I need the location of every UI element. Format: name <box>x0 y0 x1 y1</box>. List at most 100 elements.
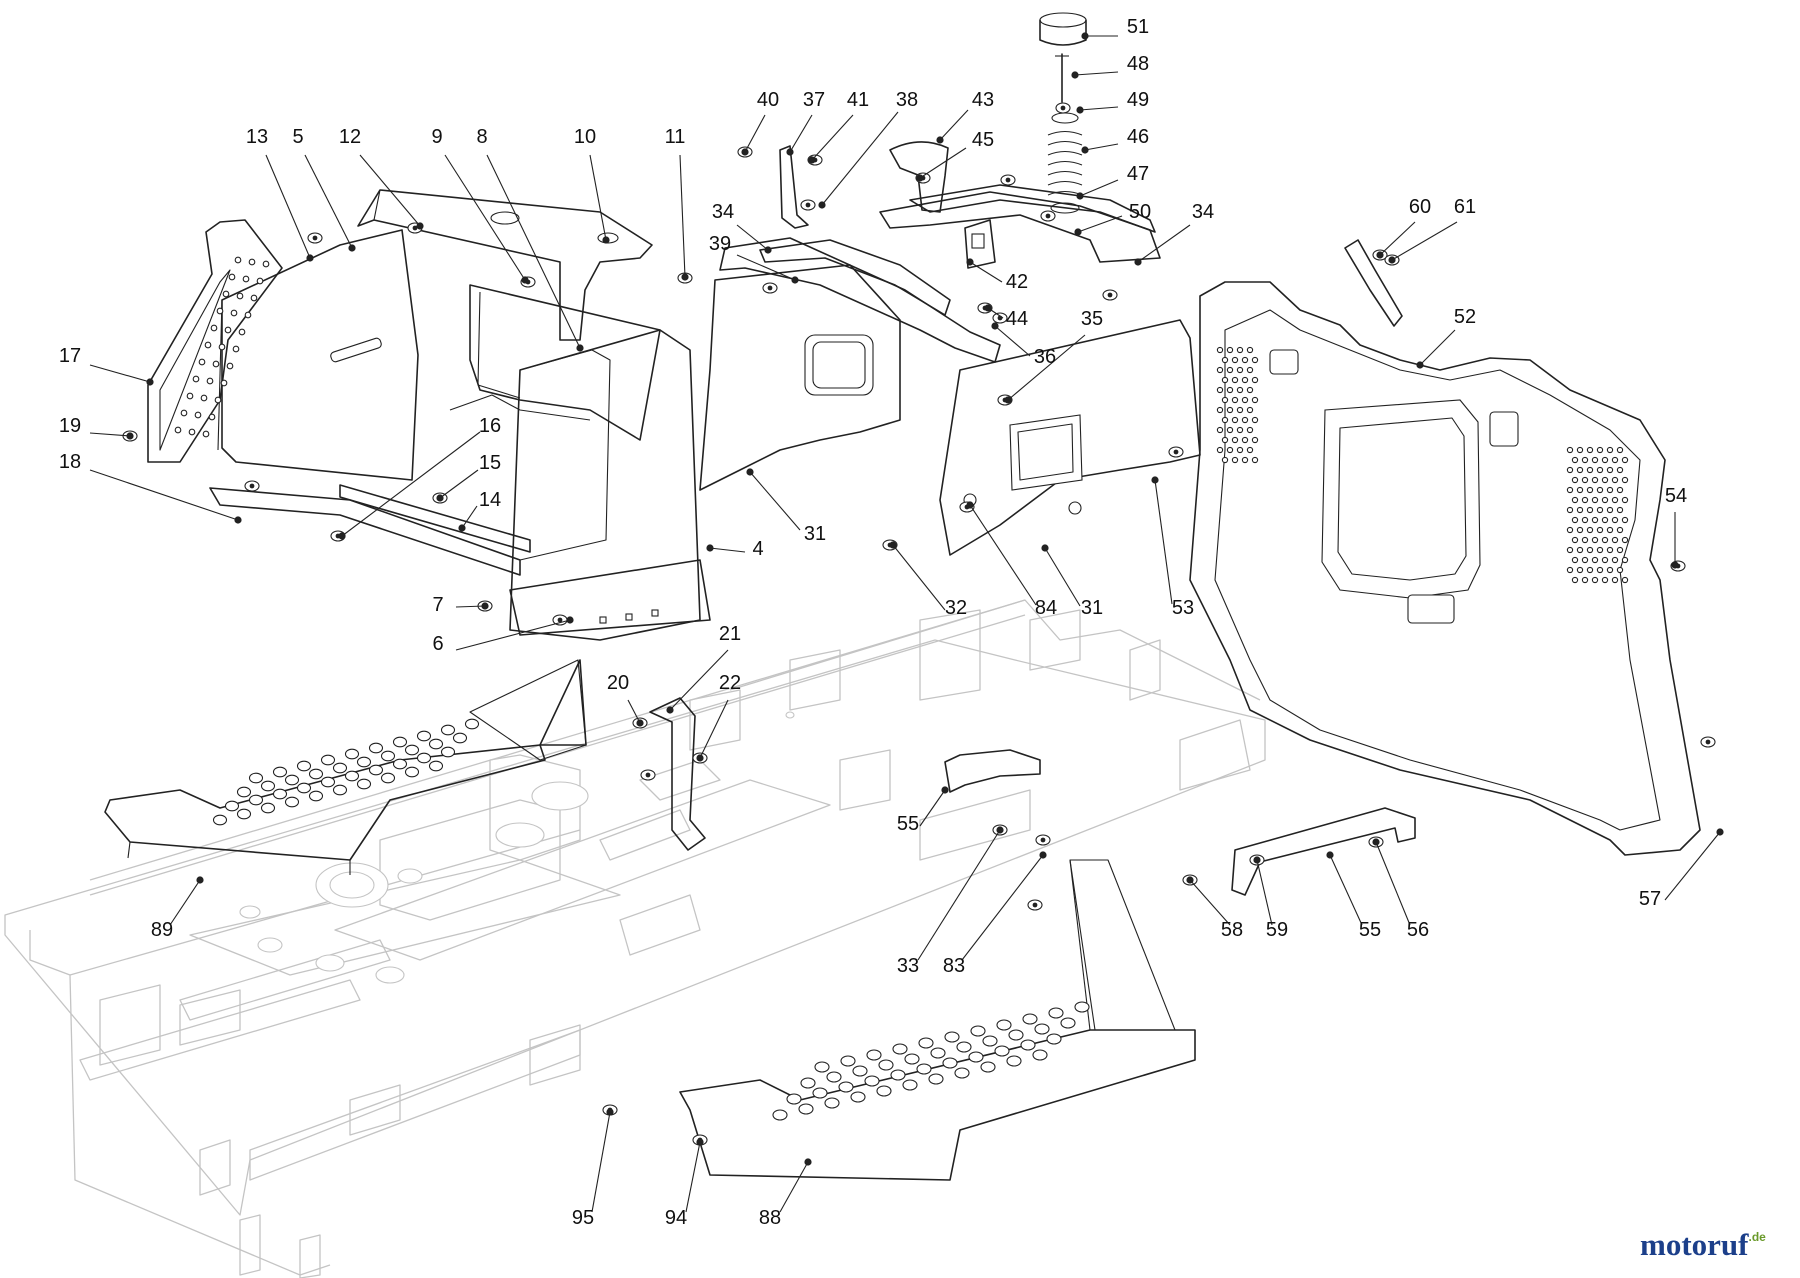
callout-label: 32 <box>945 597 967 619</box>
leader-dot <box>966 501 974 509</box>
leader-line <box>1044 547 1081 607</box>
leader-dot <box>1004 396 1012 404</box>
leader-dot <box>996 826 1004 834</box>
leader-line <box>1329 854 1363 926</box>
leader-line <box>994 325 1031 357</box>
leader-dot <box>1076 192 1084 200</box>
leader-dot <box>1041 544 1049 552</box>
callout-label: 16 <box>479 415 501 437</box>
right-footrest <box>679 859 1196 1181</box>
leader-line <box>969 504 1037 606</box>
leader-dot <box>808 156 816 164</box>
leader-line <box>821 111 899 206</box>
leader-line <box>961 854 1044 961</box>
leader-line <box>439 469 479 499</box>
leader-line <box>359 154 421 227</box>
fasteners <box>122 102 1716 1146</box>
leader-line <box>917 829 1001 961</box>
fender-vent-left <box>1216 346 1259 464</box>
leader-dot <box>966 258 974 266</box>
callout-label: 39 <box>709 233 731 255</box>
callout-label: 58 <box>1221 919 1243 941</box>
callout-label: 8 <box>476 126 487 148</box>
leader-dot <box>1134 258 1142 266</box>
center-panel-assembly <box>699 12 1201 556</box>
leader-dot <box>416 222 424 230</box>
callout-label: 31 <box>1081 597 1103 619</box>
leader-line <box>679 154 686 278</box>
leader-line <box>304 154 353 249</box>
leader-dot <box>818 201 826 209</box>
callout-label: 22 <box>719 672 741 694</box>
callout-label: 49 <box>1127 89 1149 111</box>
leader-line <box>1137 224 1191 263</box>
callout-label: 46 <box>1127 126 1149 148</box>
callout-label: 48 <box>1127 53 1149 75</box>
leader-dot <box>804 1158 812 1166</box>
leader-dot <box>1416 361 1424 369</box>
fender-vent-right <box>1566 446 1629 584</box>
callout-label: 51 <box>1127 16 1149 38</box>
callout-label: 60 <box>1409 196 1431 218</box>
callout-label: 45 <box>972 129 994 151</box>
callout-label: 12 <box>339 126 361 148</box>
callout-label: 56 <box>1407 919 1429 941</box>
left-footrest <box>104 659 587 875</box>
leader-dot <box>1076 106 1084 114</box>
leader-dot <box>941 786 949 794</box>
leader-line <box>1084 143 1119 151</box>
leader-line <box>669 649 729 711</box>
leader-dot <box>696 1138 704 1146</box>
fastener <box>1000 174 1016 186</box>
callout-label: 53 <box>1172 597 1194 619</box>
leader-dot <box>1671 561 1679 569</box>
leader-line <box>892 544 946 611</box>
leader-line <box>89 432 131 437</box>
callout-label: 84 <box>1035 597 1057 619</box>
leader-dot <box>889 541 897 549</box>
watermark-text: motoruf.de <box>1640 1227 1766 1262</box>
callout-label: 31 <box>804 523 826 545</box>
callout-label: 36 <box>1034 346 1056 368</box>
leader-line <box>1419 329 1456 366</box>
callout-label: 83 <box>943 955 965 977</box>
leader-dot <box>916 174 924 182</box>
callout-label: 61 <box>1454 196 1476 218</box>
leader-dot <box>1081 146 1089 154</box>
callout-label: 40 <box>757 89 779 111</box>
leader-line <box>939 109 969 141</box>
watermark-tld: .de <box>1748 1230 1766 1244</box>
leader-line <box>1256 859 1273 926</box>
leader-dot <box>602 236 610 244</box>
callout-label: 54 <box>1665 485 1687 507</box>
leader-line <box>1664 831 1721 901</box>
callout-label: 11 <box>665 126 686 148</box>
fastener <box>1040 210 1056 222</box>
leader-dot <box>1376 251 1384 259</box>
leader-dot <box>764 246 772 254</box>
leader-dot <box>991 322 999 330</box>
callout-label: 55 <box>897 813 919 835</box>
leader-line <box>1079 179 1119 197</box>
callout-label: 95 <box>572 1207 594 1229</box>
callout-label: 15 <box>479 452 501 474</box>
leader-dot <box>576 344 584 352</box>
leader-line <box>685 1141 701 1213</box>
leader-dot <box>481 602 489 610</box>
fastener <box>1055 102 1071 114</box>
watermark: motoruf.de <box>1640 1227 1766 1262</box>
fastener <box>1027 899 1043 911</box>
leader-line <box>461 505 478 529</box>
fastener <box>992 312 1008 324</box>
leader-line <box>736 224 769 251</box>
callout-label: 9 <box>431 126 442 148</box>
leader-line <box>341 431 481 537</box>
fastener <box>244 480 260 492</box>
callout-label: 5 <box>292 126 303 148</box>
watermark-main: motoruf <box>1640 1227 1749 1262</box>
leader-dot <box>936 136 944 144</box>
leader-dot <box>984 304 992 312</box>
callout-label: 34 <box>712 201 734 223</box>
leader-line <box>627 699 641 724</box>
